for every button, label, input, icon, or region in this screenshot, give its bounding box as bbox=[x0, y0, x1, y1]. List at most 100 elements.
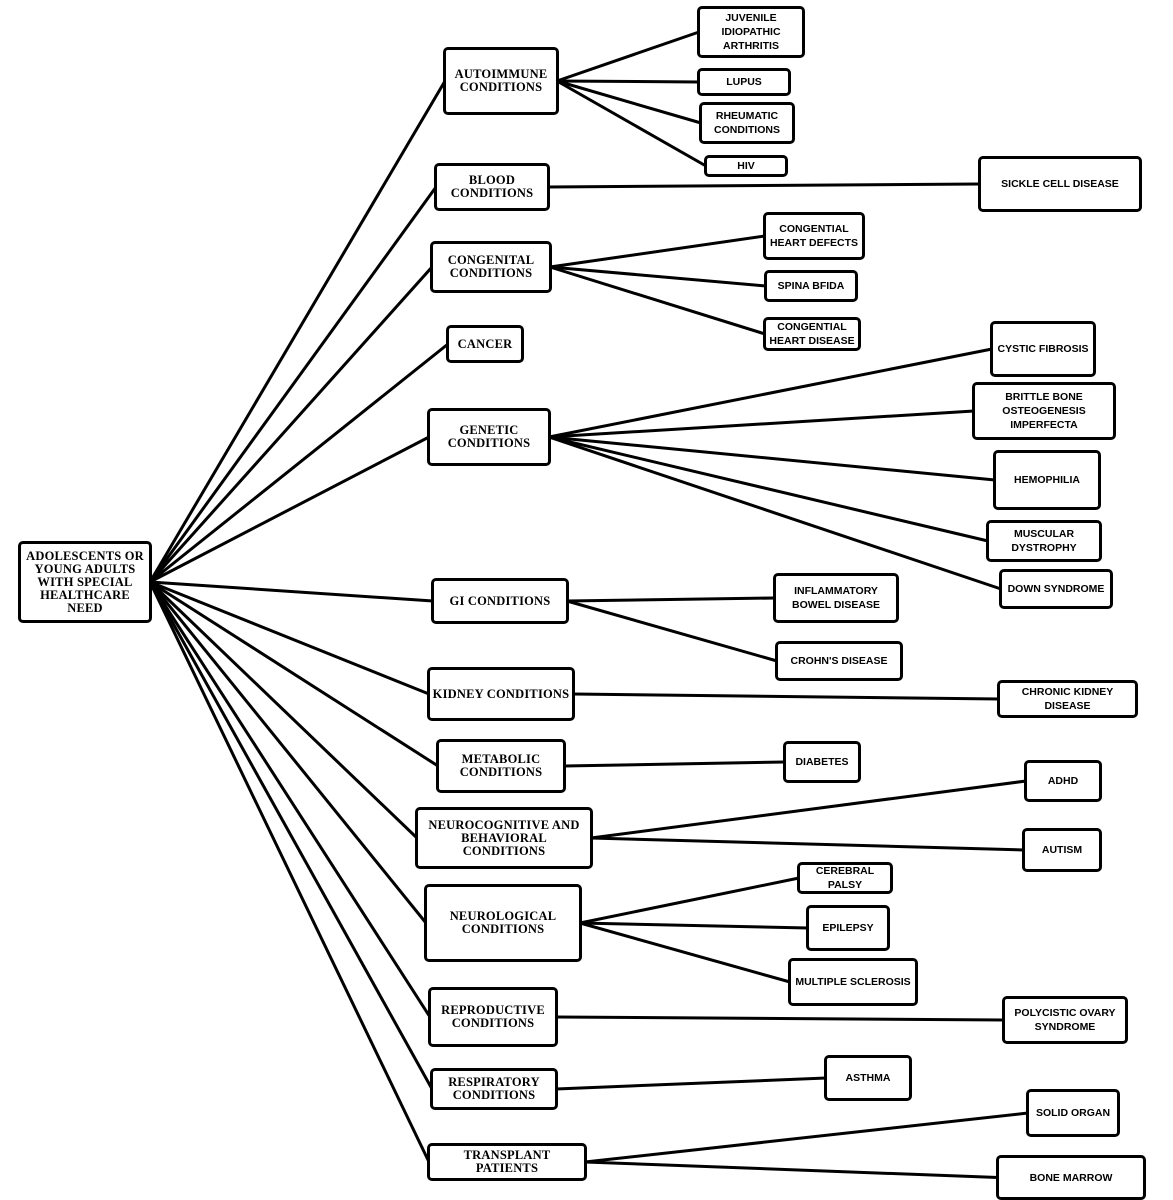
condition-node-md: MUSCULAR DYSTROPHY bbox=[986, 520, 1102, 562]
condition-node-crohn: CROHN'S DISEASE bbox=[775, 641, 903, 681]
condition-node-solid: SOLID ORGAN bbox=[1026, 1089, 1120, 1137]
condition-node-ms: MULTIPLE SCLEROSIS bbox=[788, 958, 918, 1006]
edge-root-to-kidney bbox=[149, 580, 430, 696]
edge-neuro-to-epilepsy bbox=[579, 921, 809, 930]
condition-node-epilepsy-label: EPILEPSY bbox=[822, 922, 874, 934]
root-node-label: ADOLESCENTS OR YOUNG ADULTS WITH SPECIAL… bbox=[26, 548, 144, 615]
condition-node-cf-label: CYSTIC FIBROSIS bbox=[997, 343, 1089, 355]
condition-node-marrow: BONE MARROW bbox=[996, 1155, 1146, 1200]
condition-node-rheumatic: RHEUMATIC CONDITIONS bbox=[699, 102, 795, 144]
edge-repro-to-pcos bbox=[555, 1015, 1005, 1022]
edge-root-to-blood bbox=[148, 186, 438, 583]
category-node-neuro-label: NEUROLOGICAL CONDITIONS bbox=[449, 909, 557, 936]
condition-node-chd1: CONGENTIAL HEART DEFECTS bbox=[763, 212, 865, 260]
category-node-blood-label: BLOOD CONDITIONS bbox=[450, 173, 534, 200]
condition-node-spina-label: SPINA BFIDA bbox=[777, 280, 845, 292]
edge-metabolic-to-diabetes bbox=[563, 760, 786, 768]
edge-neurocog-to-adhd bbox=[590, 779, 1027, 840]
condition-node-lupus: LUPUS bbox=[697, 68, 791, 96]
category-node-metabolic-label: METABOLIC CONDITIONS bbox=[459, 752, 543, 779]
condition-node-adhd-label: ADHD bbox=[1047, 775, 1079, 787]
category-node-metabolic: METABOLIC CONDITIONS bbox=[436, 739, 566, 793]
condition-node-ibd-label: INFLAMMATORY BOWEL DISEASE bbox=[792, 585, 880, 611]
condition-node-cp-label: CEREBRAL PALSY bbox=[815, 865, 875, 891]
category-node-transplant-label: TRANSPLANT PATIENTS bbox=[463, 1148, 551, 1175]
category-node-congenital: CONGENITAL CONDITIONS bbox=[430, 241, 552, 293]
condition-node-md-label: MUSCULAR DYSTROPHY bbox=[1011, 528, 1077, 554]
condition-node-cp: CEREBRAL PALSY bbox=[797, 862, 893, 894]
condition-node-solid-label: SOLID ORGAN bbox=[1035, 1107, 1111, 1119]
category-node-neurocog: NEUROCOGNITIVE AND BEHAVIORAL CONDITIONS bbox=[415, 807, 593, 869]
condition-node-hemo: HEMOPHILIA bbox=[993, 450, 1101, 510]
condition-node-chd2-label: CONGENTIAL HEART DISEASE bbox=[769, 321, 855, 347]
edge-root-to-resp bbox=[148, 581, 434, 1090]
edge-genetic-to-md bbox=[548, 435, 989, 543]
condition-node-spina: SPINA BFIDA bbox=[764, 270, 858, 302]
condition-node-adhd: ADHD bbox=[1024, 760, 1102, 802]
edge-neuro-to-ms bbox=[579, 921, 791, 984]
condition-node-down-label: DOWN SYNDROME bbox=[1007, 583, 1105, 595]
edge-root-to-autoimmune bbox=[148, 80, 447, 583]
category-node-kidney-label: KIDNEY CONDITIONS bbox=[432, 686, 570, 701]
condition-node-pcos-label: POLYCISTIC OVARY SYNDROME bbox=[1014, 1007, 1116, 1033]
category-node-gi: GI CONDITIONS bbox=[431, 578, 569, 624]
condition-node-chd1-label: CONGENTIAL HEART DEFECTS bbox=[769, 223, 859, 249]
edge-congenital-to-chd2 bbox=[549, 265, 766, 336]
condition-node-down: DOWN SYNDROME bbox=[999, 569, 1113, 609]
edge-congenital-to-spina bbox=[549, 265, 767, 288]
edge-root-to-cancer bbox=[149, 342, 449, 584]
condition-node-ckd-label: CHRONIC KIDNEY DISEASE bbox=[1021, 686, 1114, 712]
condition-node-asthma-label: ASTHMA bbox=[845, 1072, 891, 1084]
category-node-neuro: NEUROLOGICAL CONDITIONS bbox=[424, 884, 582, 962]
edge-gi-to-ibd bbox=[566, 596, 776, 603]
category-node-genetic-label: GENETIC CONDITIONS bbox=[447, 423, 531, 450]
condition-node-lupus-label: LUPUS bbox=[726, 76, 762, 88]
edge-root-to-congenital bbox=[148, 265, 434, 584]
edge-congenital-to-chd1 bbox=[549, 234, 766, 269]
category-node-autoimmune: AUTOIMMUNE CONDITIONS bbox=[443, 47, 559, 115]
category-node-blood: BLOOD CONDITIONS bbox=[434, 163, 550, 211]
condition-node-marrow-label: BONE MARROW bbox=[1029, 1171, 1113, 1184]
edge-transplant-to-marrow bbox=[584, 1160, 999, 1179]
edge-autoimmune-to-hiv bbox=[556, 79, 707, 168]
condition-node-epilepsy: EPILEPSY bbox=[806, 905, 890, 951]
category-node-cancer: CANCER bbox=[446, 325, 524, 363]
edge-genetic-to-cf bbox=[548, 347, 993, 439]
condition-node-crohn-label: CROHN'S DISEASE bbox=[790, 655, 888, 667]
condition-node-autism: AUTISM bbox=[1022, 828, 1102, 872]
edge-root-to-repro bbox=[148, 581, 432, 1018]
edge-root-to-metabolic bbox=[149, 580, 439, 768]
condition-node-ibd: INFLAMMATORY BOWEL DISEASE bbox=[773, 573, 899, 623]
category-node-kidney: KIDNEY CONDITIONS bbox=[427, 667, 575, 721]
category-node-repro: REPRODUCTIVE CONDITIONS bbox=[428, 987, 558, 1047]
category-node-congenital-label: CONGENITAL CONDITIONS bbox=[447, 253, 535, 280]
edge-resp-to-asthma bbox=[555, 1076, 827, 1091]
condition-node-oi-label: BRITTLE BONE OSTEOGENESIS IMPERFECTA bbox=[1002, 391, 1086, 431]
condition-node-hiv: HIV bbox=[704, 155, 788, 177]
edge-autoimmune-to-jia bbox=[556, 30, 700, 83]
edge-genetic-to-oi bbox=[548, 409, 975, 439]
condition-node-diabetes-label: DIABETES bbox=[795, 756, 849, 768]
edge-kidney-to-ckd bbox=[572, 692, 1000, 701]
edge-genetic-to-down bbox=[548, 435, 1002, 591]
edge-genetic-to-hemo bbox=[548, 435, 996, 482]
edge-autoimmune-to-rheumatic bbox=[556, 79, 702, 125]
condition-node-sickle-label: SICKLE CELL DISEASE bbox=[1001, 178, 1119, 190]
edge-root-to-transplant bbox=[148, 581, 431, 1163]
condition-node-sickle: SICKLE CELL DISEASE bbox=[978, 156, 1142, 212]
edge-transplant-to-solid bbox=[584, 1111, 1029, 1164]
category-node-resp: RESPIRATORY CONDITIONS bbox=[430, 1068, 558, 1110]
condition-node-rheumatic-label: RHEUMATIC CONDITIONS bbox=[714, 110, 780, 136]
category-node-resp-label: RESPIRATORY CONDITIONS bbox=[448, 1075, 540, 1102]
category-node-transplant: TRANSPLANT PATIENTS bbox=[427, 1143, 587, 1181]
root-node: ADOLESCENTS OR YOUNG ADULTS WITH SPECIAL… bbox=[18, 541, 152, 623]
edge-neuro-to-cp bbox=[579, 876, 800, 925]
condition-node-chd2: CONGENTIAL HEART DISEASE bbox=[763, 317, 861, 351]
edge-autoimmune-to-lupus bbox=[556, 79, 700, 84]
edge-blood-to-sickle bbox=[547, 182, 981, 189]
condition-node-asthma: ASTHMA bbox=[824, 1055, 912, 1101]
condition-node-ckd: CHRONIC KIDNEY DISEASE bbox=[997, 680, 1138, 718]
edge-gi-to-crohn bbox=[566, 599, 778, 663]
